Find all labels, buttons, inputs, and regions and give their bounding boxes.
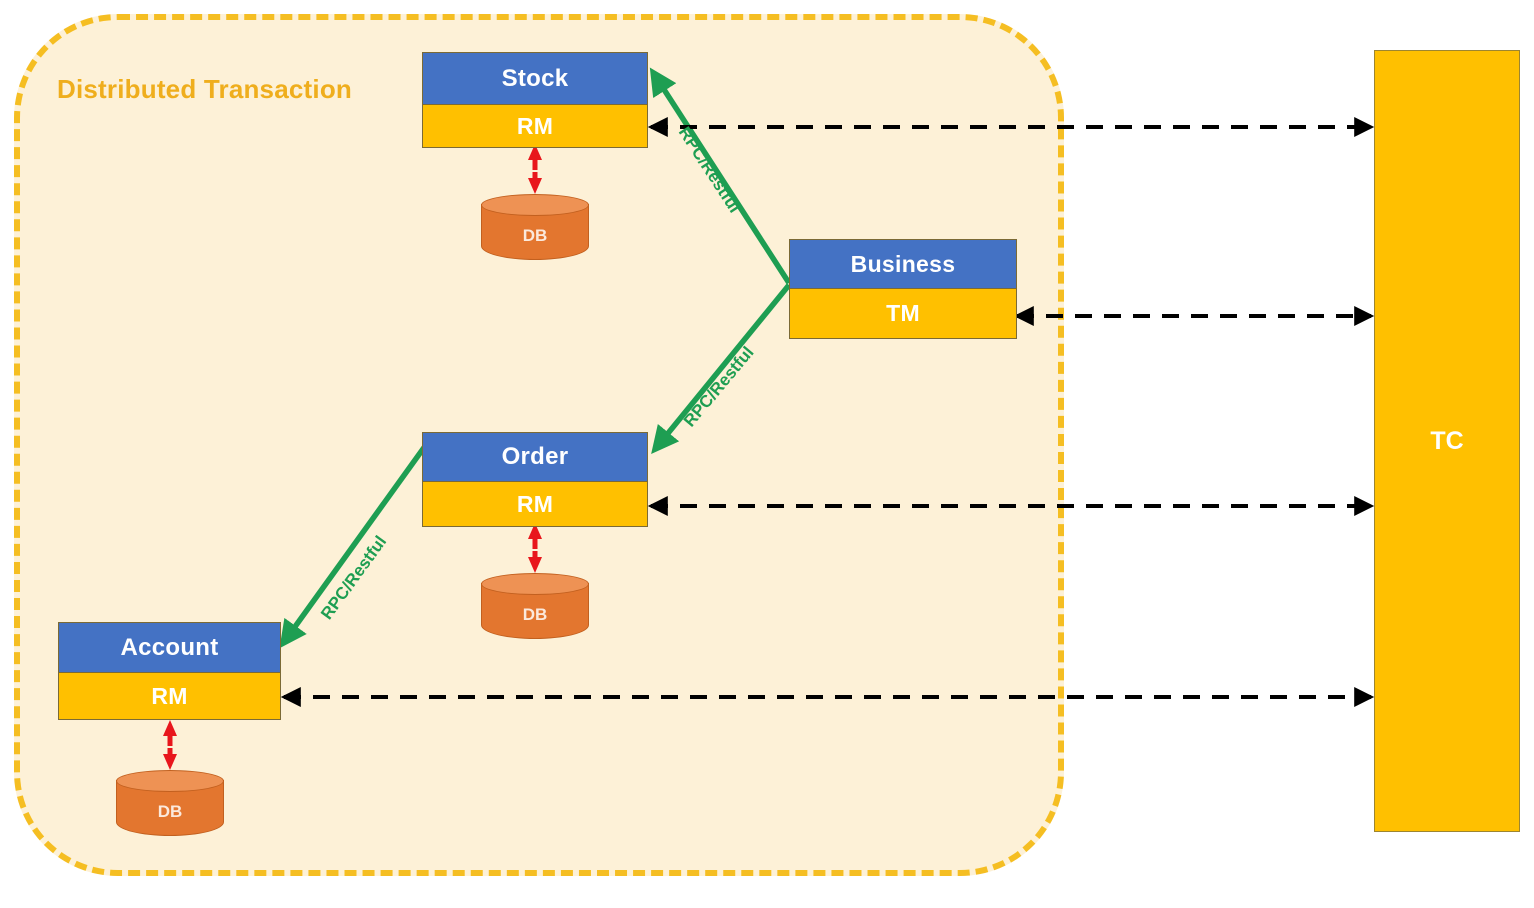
service-account-rm: RM [58,673,281,720]
service-business-tm: TM [789,289,1017,339]
service-account-header: Account [58,622,281,673]
db-label: DB [157,802,183,821]
distributed-transaction-title: Distributed Transaction [57,74,352,104]
database-stock: DB [481,194,589,264]
db-cylinder-top [481,194,589,216]
db-label: DB [522,605,548,624]
service-business[interactable]: Business TM [789,239,1017,339]
service-order-header: Order [422,432,648,482]
db-label: DB [522,226,548,245]
db-cylinder-top [481,573,589,595]
service-stock-rm: RM [422,105,648,148]
service-stock-header: Stock [422,52,648,105]
service-order[interactable]: Order RM [422,432,648,527]
service-stock[interactable]: Stock RM [422,52,648,148]
transaction-coordinator[interactable]: TC [1374,50,1520,832]
service-account[interactable]: Account RM [58,622,281,720]
service-order-rm: RM [422,482,648,527]
database-order: DB [481,573,589,643]
database-account: DB [116,770,224,840]
db-cylinder-top [116,770,224,792]
service-business-header: Business [789,239,1017,289]
